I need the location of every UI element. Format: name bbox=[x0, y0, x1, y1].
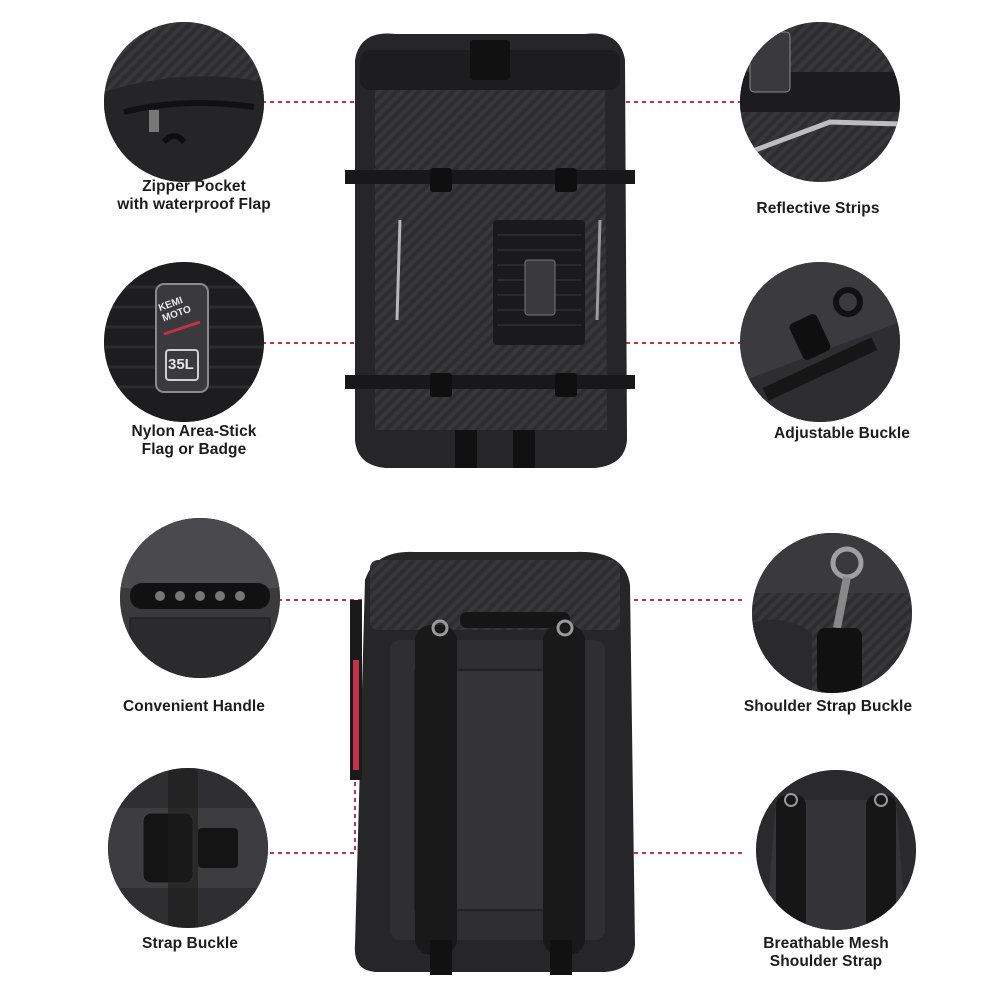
nylon-badge-closeup bbox=[104, 262, 264, 422]
nylon-area-caption: Nylon Area-Stick Flag or Badge bbox=[84, 423, 304, 459]
adjustable-buckle-line1: Adjustable Buckle bbox=[773, 425, 911, 442]
strap-buckle-caption: Strap Buckle bbox=[80, 935, 300, 953]
convenient-handle-closeup bbox=[120, 518, 280, 678]
strap-buckle-line1: Strap Buckle bbox=[142, 935, 238, 952]
breathable-mesh-caption: Breathable Mesh Shoulder Strap bbox=[716, 935, 936, 971]
breathable-mesh-line2: Shoulder Strap bbox=[769, 953, 883, 970]
zipper-pocket-line2: with waterproof Flap bbox=[117, 196, 271, 213]
backpack-front-image bbox=[345, 33, 635, 468]
zipper-pocket-line1: Zipper Pocket bbox=[142, 178, 246, 195]
reflective-strips-caption: Reflective Strips bbox=[708, 200, 928, 218]
shoulder-strap-buckle-closeup bbox=[752, 533, 912, 693]
zipper-pocket-closeup bbox=[104, 22, 264, 182]
convenient-handle-caption: Convenient Handle bbox=[84, 698, 304, 716]
adjustable-buckle-closeup bbox=[740, 262, 900, 422]
badge-capacity: 35L bbox=[168, 356, 194, 373]
convenient-handle-line1: Convenient Handle bbox=[122, 698, 266, 715]
strap-buckle-closeup bbox=[108, 768, 268, 928]
breathable-mesh-line1: Breathable Mesh bbox=[763, 935, 889, 952]
nylon-area-line2: Flag or Badge bbox=[141, 441, 247, 458]
adjustable-buckle-caption: Adjustable Buckle bbox=[732, 425, 952, 443]
shoulder-strap-buckle-caption: Shoulder Strap Buckle bbox=[718, 698, 938, 716]
nylon-area-line1: Nylon Area-Stick bbox=[131, 423, 257, 440]
shoulder-strap-buckle-line1: Shoulder Strap Buckle bbox=[743, 698, 913, 715]
reflective-strips-closeup bbox=[740, 22, 900, 182]
breathable-mesh-closeup bbox=[756, 770, 916, 930]
zipper-pocket-caption: Zipper Pocket with waterproof Flap bbox=[84, 178, 304, 214]
reflective-strips-line1: Reflective Strips bbox=[756, 200, 880, 217]
backpack-back-image bbox=[350, 551, 635, 975]
